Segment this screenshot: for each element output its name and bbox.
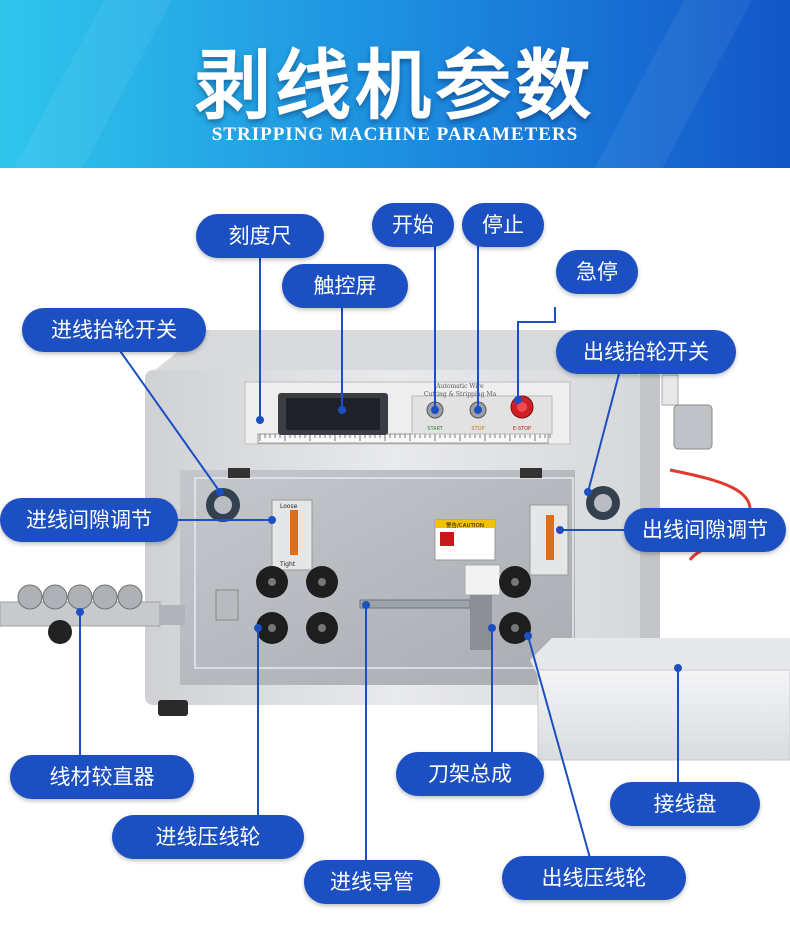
callout-start: 开始: [372, 203, 454, 247]
callout-touchscreen: 触控屏: [282, 264, 408, 308]
callout-inlet-gap-adjust: 进线间隙调节: [0, 498, 178, 542]
inlet-lift-switch-leader: [117, 347, 221, 493]
callout-outlet-press-wheel: 出线压线轮: [502, 856, 686, 900]
panel-text-line1: Automatic Wire: [435, 383, 484, 390]
ruler-ticks: [259, 434, 551, 441]
knife-holder: [470, 595, 492, 650]
header-banner: 剥线机参数 STRIPPING MACHINE PARAMETERS: [0, 0, 790, 168]
callout-inlet-press-wheel: 进线压线轮: [112, 815, 304, 859]
start-button-label: START: [427, 426, 443, 432]
page-subtitle: STRIPPING MACHINE PARAMETERS: [211, 124, 579, 145]
estop-button-label: E-STOP: [513, 426, 531, 432]
inlet-press-wheels: [256, 566, 338, 644]
callout-wire-tray: 接线盘: [610, 782, 760, 826]
outlet-press-leader: [527, 635, 591, 859]
inlet-tension-gauge: Loose Tight: [271, 499, 313, 571]
callout-knife-holder: 刀架总成: [396, 752, 544, 796]
control-buttons: START STOP E-STOP Automatic Wire Cutting…: [411, 383, 553, 435]
stop-button-label: STOP: [471, 426, 484, 432]
touchscreen: [278, 393, 388, 435]
estop-leader: [517, 307, 556, 400]
caution-text: 警告/CAUTION: [446, 521, 484, 529]
machine-illustration: START STOP E-STOP Automatic Wire Cutting…: [0, 330, 790, 761]
callout-inlet-guide-tube: 进线导管: [304, 860, 440, 904]
loose-label: Loose: [280, 503, 298, 510]
panel-text-line2: Cutting & Stripping Ma: [424, 391, 497, 398]
callout-outlet-gap-adjust: 出线间隙调节: [624, 508, 786, 552]
leader-lines: [76, 245, 682, 862]
page-title: 剥线机参数: [195, 41, 595, 130]
callout-inlet-lift-switch: 进线抬轮开关: [22, 308, 206, 352]
outlet-press-wheels: [499, 566, 531, 644]
caution-sticker: 警告/CAUTION: [434, 519, 496, 561]
inlet-bracket: [215, 589, 239, 621]
outlet-tension-gauge: [529, 504, 569, 576]
callout-outlet-lift-switch: 出线抬轮开关: [556, 330, 736, 374]
callout-scale: 刻度尺: [196, 214, 324, 258]
tight-label: Tight: [279, 561, 296, 568]
callout-wire-straightener: 线材较直器: [10, 755, 194, 799]
callout-emergency-stop: 急停: [556, 250, 638, 294]
callout-stop: 停止: [462, 203, 544, 247]
outlet-gap-knob: [586, 486, 620, 520]
wire-tray: [530, 638, 790, 761]
machine-photo: START STOP E-STOP Automatic Wire Cutting…: [0, 168, 790, 925]
outlet-lift-switch-leader: [587, 369, 621, 493]
blade-guard: [464, 564, 501, 596]
inlet-gap-knob: [206, 488, 240, 522]
